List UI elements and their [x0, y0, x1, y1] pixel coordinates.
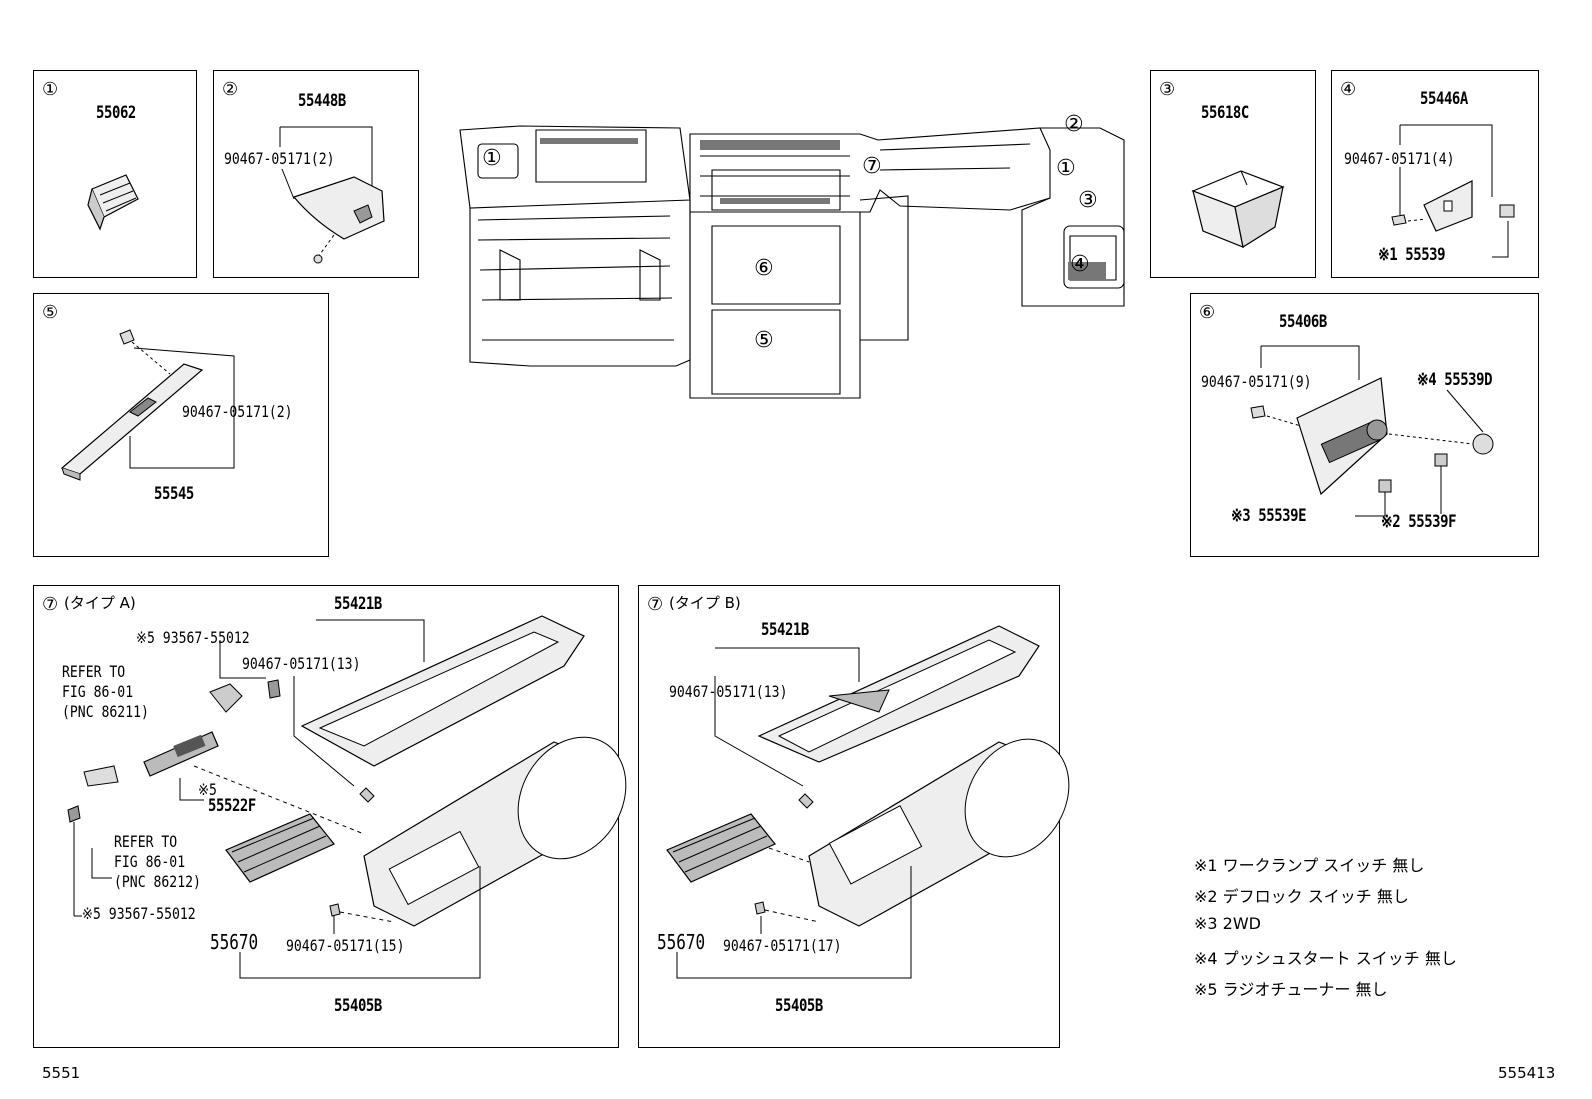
- fastener-number: 90467-05171(4): [1344, 149, 1455, 168]
- cover-part: 55421B: [761, 620, 809, 640]
- ref1-line1: REFER TO: [62, 662, 126, 681]
- panel-7-type-b: ⑦ (タイプ B) 55421B 90467-05171(13) 55670 9…: [638, 585, 1060, 1048]
- panel-number: ⑦: [647, 594, 664, 615]
- type-label: (タイプ A): [64, 594, 136, 612]
- note-3: ※3 2WD: [1194, 914, 1261, 933]
- panel-number: ③: [1159, 79, 1176, 100]
- switch-mark: ※5: [198, 780, 217, 799]
- fastener-number: 90467-05171(2): [182, 402, 293, 421]
- ref1-line3: (PNC 86211): [62, 702, 149, 721]
- callout-6: ⑥: [754, 256, 774, 281]
- panel-3: ③ 55618C: [1150, 70, 1316, 278]
- part-number: 55406B: [1279, 312, 1327, 332]
- callout-5: ⑤: [754, 328, 774, 353]
- note-1: ※1 ワークランプ スイッチ 無し: [1194, 856, 1425, 875]
- footer-left-code: 5551: [42, 1064, 81, 1082]
- panel-part: 55405B: [775, 996, 823, 1016]
- note-5: ※5 ラジオチューナー 無し: [1194, 980, 1388, 999]
- part-number: 55545: [154, 484, 194, 504]
- type-a-illustration: [34, 586, 620, 1049]
- panel-4-illustration: [1332, 71, 1540, 279]
- panel-number: ⑦: [42, 594, 59, 615]
- panel-2: ② 55448B 90467-05171(2): [213, 70, 419, 278]
- panel-number: ⑤: [42, 302, 59, 323]
- switch-part: 55522F: [208, 796, 256, 816]
- panel-6: ⑥ 55406B 90467-05171(9) ※4 55539D ※3 555…: [1190, 293, 1539, 557]
- panel-part: 55405B: [334, 996, 382, 1016]
- panel-7-type-a: ⑦ (タイプ A) 55421B ※5 93567-55012 90467-05…: [33, 585, 619, 1048]
- box-illustration: [1151, 71, 1317, 279]
- vent-illustration: [34, 71, 198, 279]
- screw-bottom: ※5 93567-55012: [82, 904, 196, 923]
- part-number: 55446A: [1420, 89, 1468, 109]
- cover-part: 55421B: [334, 594, 382, 614]
- fastener-number: 90467-05171(9): [1201, 372, 1312, 391]
- ref1-line2: FIG 86-01: [62, 682, 134, 701]
- footnotes: ※1 ワークランプ スイッチ 無し ※2 デフロック スイッチ 無し ※3 2W…: [1194, 852, 1457, 1007]
- panel-2-illustration: [214, 71, 420, 279]
- clip-top: 90467-05171(13): [669, 682, 788, 701]
- glove-box-illustration: [34, 294, 330, 558]
- part-number: 55062: [96, 103, 136, 123]
- callout-4: ④: [1070, 252, 1090, 277]
- fastener-number: 90467-05171(2): [224, 149, 335, 168]
- vent-part: 55670: [657, 930, 706, 954]
- callout-7: ⑦: [862, 154, 882, 179]
- clip-top: 90467-05171(13): [242, 654, 361, 673]
- clip-bottom: 90467-05171(17): [723, 936, 842, 955]
- vent-part: 55670: [210, 930, 259, 954]
- panel-number: ①: [42, 79, 59, 100]
- type-b-illustration: [639, 586, 1061, 1049]
- callout-3: ③: [1078, 188, 1098, 213]
- part-number: 55448B: [298, 91, 346, 111]
- screw-top: ※5 93567-55012: [136, 628, 250, 647]
- panel-5: ⑤ 90467-05171(2) 55545: [33, 293, 329, 557]
- clip-bottom: 90467-05171(15): [286, 936, 405, 955]
- footer-right-code: 555413: [1498, 1064, 1556, 1082]
- sub-part-2: ※2 55539F: [1381, 512, 1457, 532]
- sub-part-3: ※3 55539E: [1231, 506, 1307, 526]
- part-number: 55618C: [1201, 103, 1249, 123]
- note-2: ※2 デフロック スイッチ 無し: [1194, 887, 1409, 906]
- sub-part-4: ※4 55539D: [1417, 370, 1493, 390]
- type-label: (タイプ B): [669, 594, 741, 612]
- note-4: ※4 プッシュスタート スイッチ 無し: [1194, 949, 1457, 968]
- sub-part-number: ※1 55539: [1378, 245, 1446, 265]
- ref2-line3: (PNC 86212): [114, 872, 201, 891]
- ref2-line2: FIG 86-01: [114, 852, 186, 871]
- panel-number: ②: [222, 79, 239, 100]
- panel-number: ④: [1340, 79, 1357, 100]
- panel-number: ⑥: [1199, 302, 1216, 323]
- ref2-line1: REFER TO: [114, 832, 178, 851]
- panel-1: ① 55062: [33, 70, 197, 278]
- switch-panel-illustration: [1191, 294, 1540, 558]
- callout-1b: ①: [1056, 156, 1076, 181]
- callout-1: ①: [482, 146, 502, 171]
- callout-2: ②: [1064, 112, 1084, 137]
- panel-4: ④ 55446A 90467-05171(4) ※1 55539: [1331, 70, 1539, 278]
